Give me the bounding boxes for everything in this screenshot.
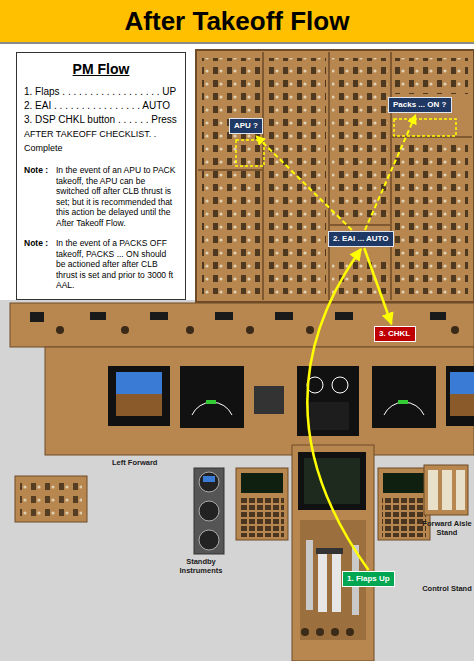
note-text: In the event of a PACKS OFF takeoff, PAC… [56,238,178,291]
flow-arrow [307,249,368,570]
flow-step: AFTER TAKEOFF CHECKLIST. . Complete [24,127,178,155]
standby-instruments [194,468,224,554]
flow-box: PM Flow 1. Flaps . . . . . . . . . . . . … [16,52,186,300]
callout-box: 3. CHKL [374,326,416,342]
callout-text: Packs ... ON ? [393,100,447,110]
control-pedestal [236,445,430,661]
callout-box: 2. EAI ... AUTO [328,231,394,247]
note-row: Note :In the event of an APU to PACK tak… [24,165,178,228]
callout-text: 2. EAI ... AUTO [333,234,389,244]
title-bar: After Takeoff Flow [0,0,474,44]
panel-label: Control Stand [422,584,472,593]
forward-aisle-stand [424,465,468,515]
callout-text: 3. CHKL [379,329,411,339]
flow-heading: PM Flow [24,61,178,77]
note-text: In the event of an APU to PACK takeoff, … [56,165,178,228]
photo-ground [0,300,474,661]
left-forward-panel [15,476,87,522]
note-row: Note :In the event of a PACKS OFF takeof… [24,238,178,291]
callout-box: APU ? [229,118,263,134]
flow-step: 2. EAI . . . . . . . . . . . . . . . . A… [24,99,178,113]
note-label: Note : [24,238,56,291]
overhead-panel [196,50,474,302]
flow-step: 1. Flaps . . . . . . . . . . . . . . . .… [24,85,178,99]
callout-text: 1. Flaps Up [347,574,390,584]
panel-label: Standby Instruments [176,557,226,575]
callout-text: APU ? [234,121,258,131]
panel-label: Left Forward [112,458,182,467]
callout-box: 1. Flaps Up [342,571,395,587]
flow-step: 3. DSP CHKL button . . . . . . Press [24,113,178,127]
main-instrument-panel [45,347,474,455]
glareshield [10,303,474,347]
panel-label: Forward Aisle Stand [422,519,472,537]
callout-box: Packs ... ON ? [388,97,452,113]
flow-arrow [256,136,352,230]
note-label: Note : [24,165,56,228]
flow-arrow [365,115,416,230]
flow-arrow [364,248,391,324]
